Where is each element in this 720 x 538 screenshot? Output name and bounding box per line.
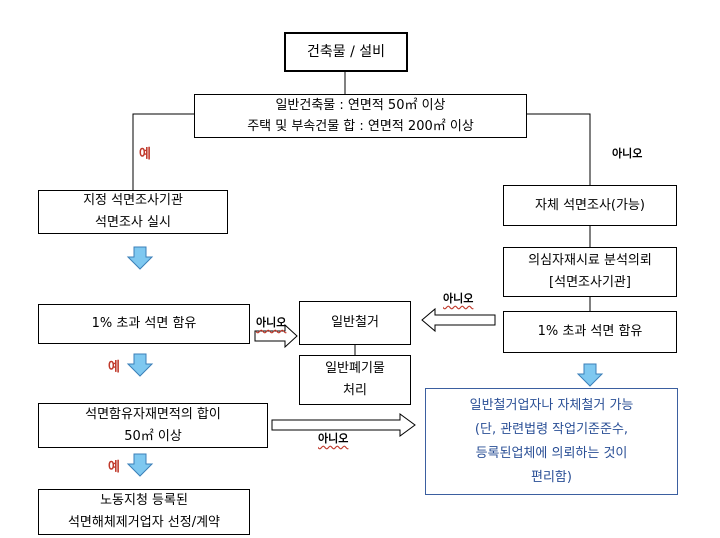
node-self-survey: 자체 석면조사(가능) (503, 185, 677, 226)
label-no: 아니오 (318, 432, 349, 445)
node-label: 편리함) (531, 469, 572, 485)
node-label: 석면해체제거업자 선정/계약 (67, 515, 221, 530)
label-no: 아니오 (612, 147, 643, 160)
node-label: 노동지청 등록된 (100, 493, 188, 508)
down-arrow-icon (126, 353, 154, 377)
down-arrow-icon (576, 363, 604, 387)
node-label: 주택 및 부속건물 합 : 연면적 200㎡ 이상 (247, 119, 474, 134)
node-label: 의심자재시료 분석의뢰 (528, 253, 652, 268)
node-left-over1: 1% 초과 석면 함유 (38, 304, 250, 344)
connector-criteria-to-designated (132, 113, 194, 190)
connector-criteria-to-self (527, 113, 591, 185)
node-label: 일반철거업자나 자체철거 가능 (469, 397, 634, 413)
node-registered-contractor: 노동지청 등록된 석면해체제거업자 선정/계약 (38, 489, 250, 535)
node-general-waste: 일반폐기물 처리 (299, 355, 411, 405)
node-label: 석면조사 실시 (95, 215, 171, 230)
node-building-facility: 건축물 / 설비 (284, 32, 408, 72)
right-arrow-icon (254, 323, 298, 349)
node-asbestos-area: 석면함유자재면적의 합이 50㎡ 이상 (38, 403, 268, 448)
node-label: 일반건축물 : 연면적 50㎡ 이상 (275, 98, 446, 113)
down-arrow-icon (126, 453, 154, 477)
node-label: 50㎡ 이상 (124, 428, 182, 444)
node-label: 일반폐기물 (325, 361, 385, 376)
node-general-contractor: 일반철거업자나 자체철거 가능 (단, 관련법령 작업기준준수, 등록된업체에 … (425, 388, 678, 495)
label-no: 아니오 (256, 316, 287, 329)
down-arrow-icon (126, 246, 154, 270)
node-label: 등록된업체에 의뢰하는 것이 (475, 445, 628, 461)
right-arrow-icon (271, 413, 416, 437)
node-general-demolition: 일반철거 (299, 301, 411, 345)
node-label: [석면조사기관] (549, 275, 631, 290)
node-label: 일반철거 (331, 315, 379, 330)
label-no: 아니오 (443, 292, 474, 305)
node-label: 건축물 / 설비 (306, 44, 386, 60)
node-suspect-analysis: 의심자재시료 분석의뢰 [석면조사기관] (503, 247, 677, 297)
node-right-over1: 1% 초과 석면 함유 (503, 311, 677, 353)
node-designated-survey: 지정 석면조사기관 석면조사 실시 (38, 190, 228, 234)
label-yes: 예 (108, 360, 120, 375)
label-yes: 예 (108, 460, 120, 475)
node-label: (단, 관련법령 작업기준준수, (474, 421, 629, 437)
label-yes: 예 (139, 147, 151, 162)
node-label: 석면함유자재면적의 합이 (85, 406, 221, 422)
node-label: 자체 석면조사(가능) (535, 197, 645, 213)
left-arrow-icon (421, 307, 496, 333)
node-criteria: 일반건축물 : 연면적 50㎡ 이상 주택 및 부속건물 합 : 연면적 200… (194, 94, 527, 138)
node-label: 1% 초과 석면 함유 (537, 324, 643, 339)
node-label: 처리 (343, 383, 367, 398)
node-label: 지정 석면조사기관 (83, 193, 183, 208)
node-label: 1% 초과 석면 함유 (91, 316, 197, 331)
